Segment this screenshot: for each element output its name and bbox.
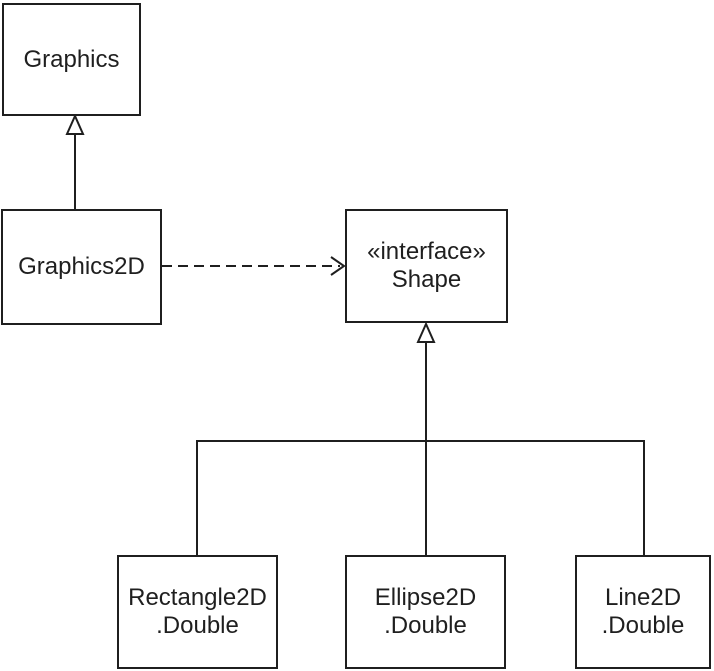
class-name-suffix: .Double bbox=[601, 612, 685, 639]
class-name-suffix: .Double bbox=[384, 612, 467, 639]
class-box-graphics: Graphics bbox=[2, 3, 141, 116]
class-name: Shape bbox=[391, 266, 462, 293]
realization-connector-to-shape bbox=[196, 321, 645, 555]
class-box-graphics2d: Graphics2D bbox=[1, 209, 162, 325]
class-box-ellipse2d-double: Ellipse2D .Double bbox=[345, 555, 506, 669]
interface-stereotype: «interface» bbox=[367, 238, 486, 265]
class-name: Graphics2D bbox=[18, 253, 145, 280]
class-box-rectangle2d-double: Rectangle2D .Double bbox=[117, 555, 278, 669]
class-name: Rectangle2D bbox=[128, 584, 267, 611]
class-name: Ellipse2D bbox=[374, 584, 477, 611]
interface-box-shape: «interface» Shape bbox=[345, 209, 508, 323]
class-box-line2d-double: Line2D .Double bbox=[575, 555, 711, 669]
dependency-arrow-graphics2d-to-shape bbox=[162, 256, 346, 276]
class-name-suffix: .Double bbox=[156, 612, 239, 639]
generalization-arrow-graphics2d-to-graphics bbox=[65, 113, 85, 209]
class-name: Graphics bbox=[23, 45, 120, 73]
class-name: Line2D bbox=[604, 584, 682, 611]
